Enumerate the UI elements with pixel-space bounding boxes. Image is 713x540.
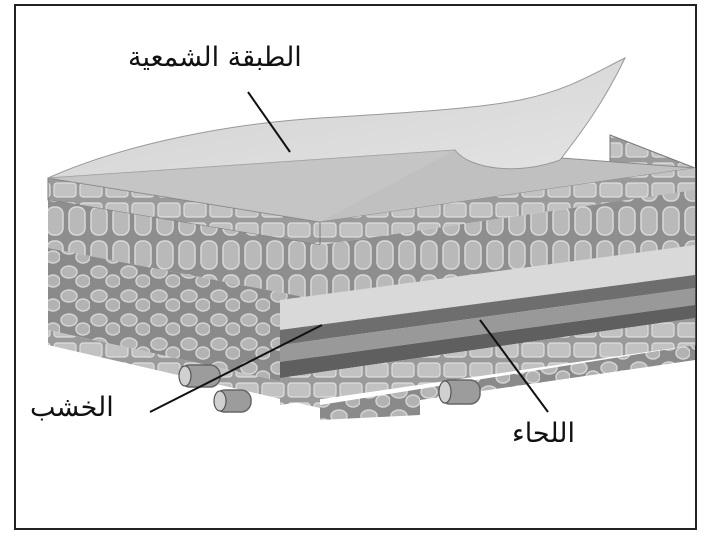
phloem-label: اللحاء	[512, 418, 575, 449]
xylem-label: الخشب	[30, 392, 114, 423]
wax-layer-label: الطبقة الشمعية	[128, 42, 302, 73]
